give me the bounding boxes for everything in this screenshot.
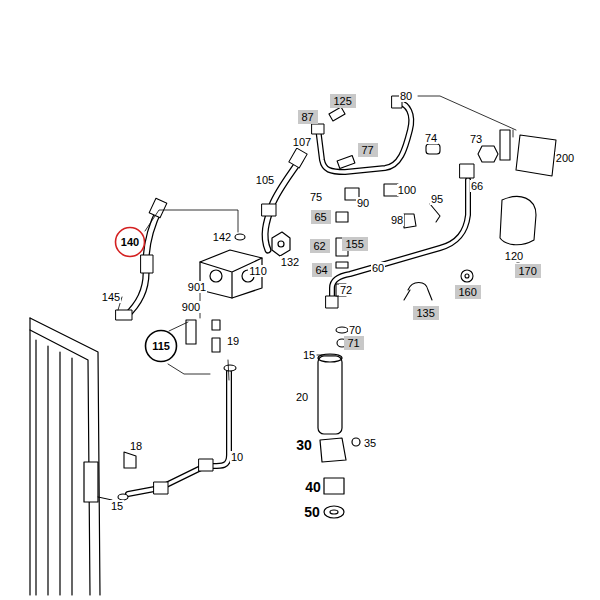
callout-number: 35 bbox=[363, 437, 377, 449]
callout-number: 140 bbox=[121, 236, 139, 248]
callout-number: 110 bbox=[248, 265, 268, 277]
callout-number: 15 bbox=[110, 500, 124, 512]
callout-number: 62 bbox=[314, 240, 326, 252]
condenser bbox=[30, 318, 100, 595]
callout-number: 115 bbox=[152, 340, 170, 352]
callout-number: 50 bbox=[303, 505, 321, 520]
callout-number: 100 bbox=[397, 184, 417, 196]
callout-number: 70 bbox=[348, 324, 362, 336]
callout-circle: 115 bbox=[144, 329, 178, 363]
callout-number: 170 bbox=[519, 265, 537, 277]
callout-number: 77 bbox=[362, 144, 374, 156]
hose-pipe bbox=[116, 198, 167, 320]
callout-box: 71 bbox=[344, 336, 364, 350]
callout-box: 87 bbox=[298, 110, 318, 124]
callout-number: 71 bbox=[348, 337, 360, 349]
callout-box: 77 bbox=[358, 143, 378, 157]
callout-number: 142 bbox=[212, 231, 232, 243]
callout-box: 62 bbox=[310, 239, 330, 253]
callout-number: 40 bbox=[304, 480, 322, 495]
callout-number: 10 bbox=[230, 451, 244, 463]
callout-number: 145 bbox=[101, 291, 121, 303]
callout-box: 155 bbox=[342, 237, 368, 251]
callout-number: 160 bbox=[459, 286, 477, 298]
callout-number: 30 bbox=[295, 438, 313, 453]
callout-circle: 140 bbox=[114, 226, 146, 258]
callout-number: 87 bbox=[302, 111, 314, 123]
callout-number: 18 bbox=[129, 440, 143, 452]
callout-box: 65 bbox=[311, 210, 331, 224]
small-parts bbox=[118, 107, 556, 500]
callout-number: 155 bbox=[346, 238, 364, 250]
callout-number: 105 bbox=[255, 174, 275, 186]
liquid-pipe bbox=[326, 164, 474, 308]
callout-number: 120 bbox=[504, 250, 524, 262]
callout-number: 75 bbox=[309, 191, 323, 203]
callout-number: 74 bbox=[424, 132, 438, 144]
callout-number: 72 bbox=[339, 284, 353, 296]
callout-number: 19 bbox=[226, 335, 240, 347]
callout-box: 64 bbox=[312, 263, 332, 277]
callout-box: 135 bbox=[413, 306, 439, 320]
callout-number: 200 bbox=[555, 152, 575, 164]
callout-number: 20 bbox=[295, 391, 309, 403]
callout-number: 66 bbox=[470, 180, 484, 192]
pressure-pipe bbox=[312, 96, 411, 172]
fitting bbox=[272, 232, 290, 256]
callout-number: 95 bbox=[430, 193, 444, 205]
callout-number: 65 bbox=[315, 211, 327, 223]
callout-number: 135 bbox=[417, 307, 435, 319]
callout-number: 98 bbox=[390, 214, 404, 226]
callout-number: 132 bbox=[280, 256, 300, 268]
callout-number: 90 bbox=[356, 197, 370, 209]
callout-number: 125 bbox=[334, 95, 352, 107]
callout-box: 160 bbox=[455, 285, 481, 299]
line-pipe bbox=[98, 372, 229, 500]
callout-number: 64 bbox=[316, 264, 328, 276]
callout-box: 170 bbox=[515, 264, 541, 278]
callout-box: 125 bbox=[330, 94, 356, 108]
callout-number: 901 bbox=[187, 281, 207, 293]
callout-number: 15 bbox=[302, 349, 316, 361]
callout-number: 60 bbox=[371, 262, 385, 274]
receiver-dryer bbox=[318, 354, 360, 518]
callout-number: 107 bbox=[292, 136, 312, 148]
callout-number: 900 bbox=[181, 301, 201, 313]
leader-lines bbox=[118, 96, 516, 380]
callout-number: 80 bbox=[399, 90, 413, 102]
callout-number: 73 bbox=[469, 133, 483, 145]
